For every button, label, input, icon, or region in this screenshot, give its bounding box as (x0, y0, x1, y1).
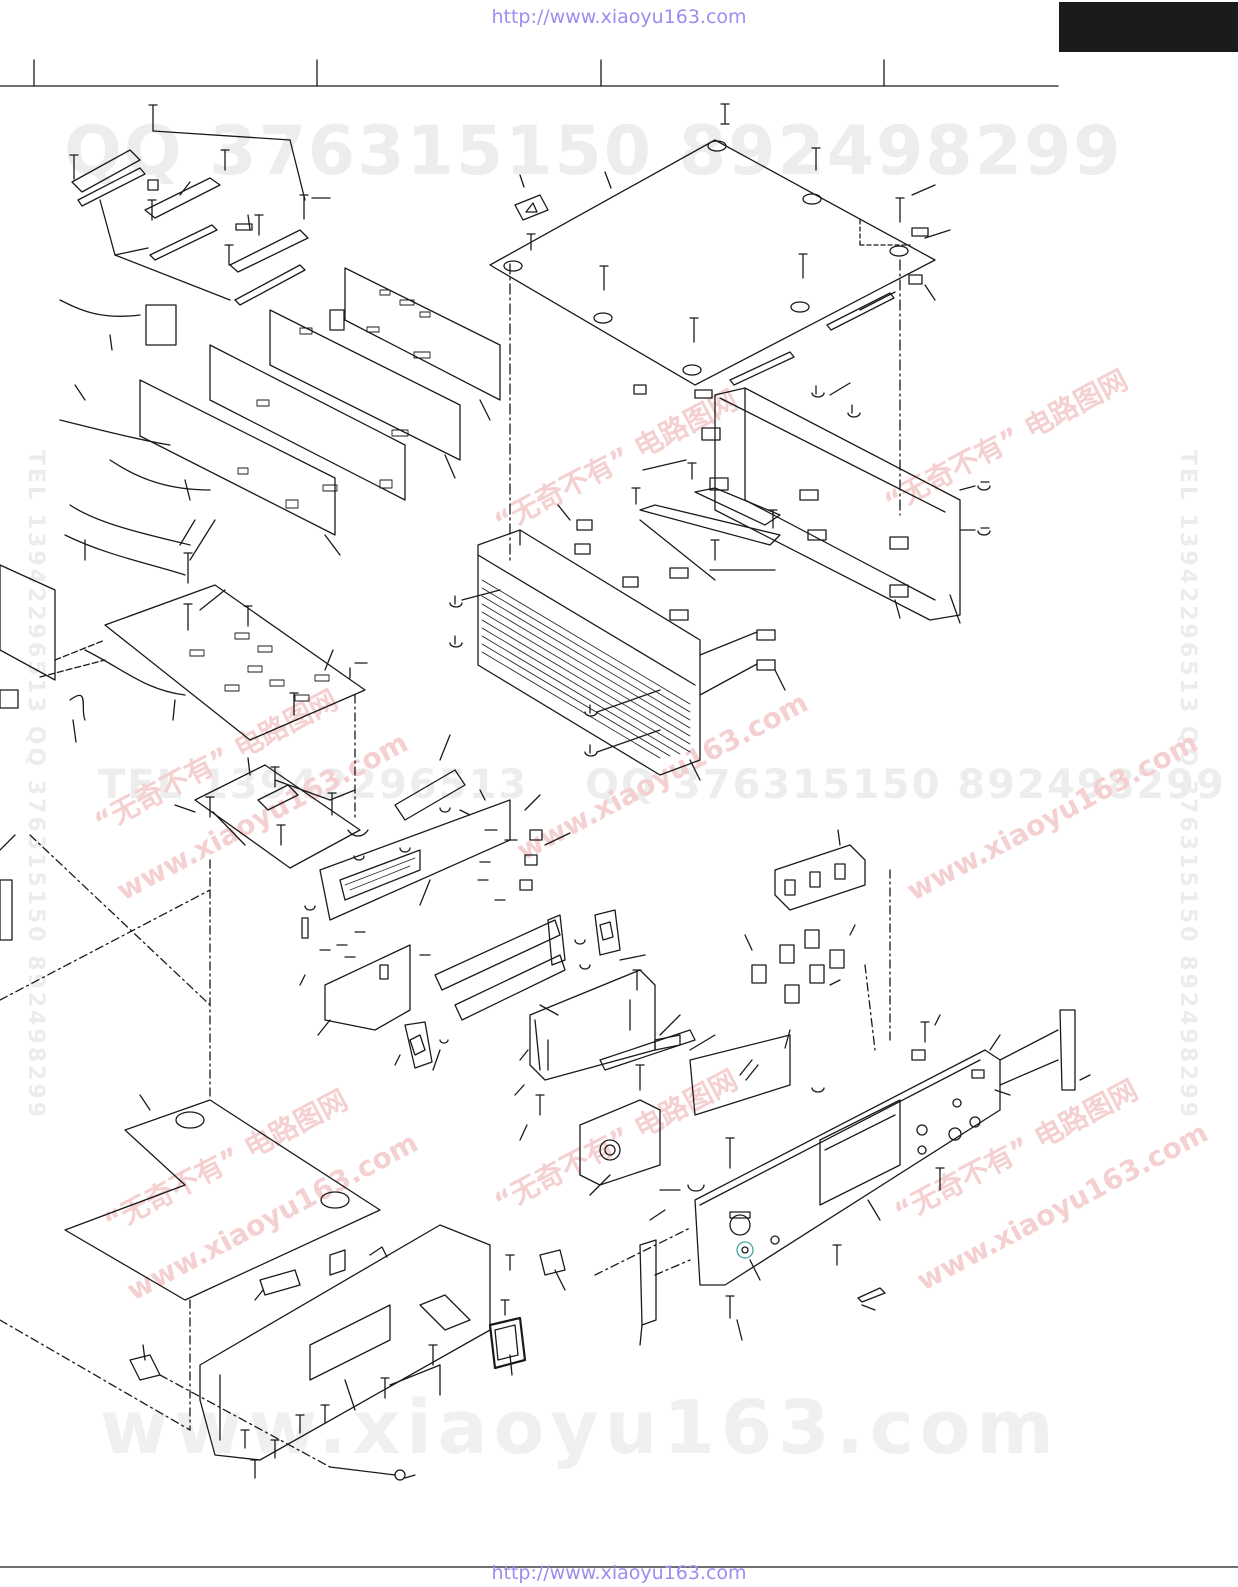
top-cover-screws (526, 103, 905, 343)
cover-strips (633, 227, 929, 399)
sub-board (0, 694, 369, 941)
front-subassembly (434, 909, 791, 1221)
main-pcb (0, 519, 368, 743)
rear-panel (701, 382, 991, 624)
rear-bracket (631, 459, 781, 581)
bottom-cover (0, 834, 381, 1431)
display-board (301, 734, 571, 939)
bottom-chassis (129, 1224, 527, 1481)
front-chassis-louver (449, 504, 786, 781)
footer-url[interactable]: http://www.xiaoyu163.com (491, 1562, 747, 1584)
front-panel (539, 1009, 1091, 1346)
lower-board (299, 931, 449, 1071)
header-url[interactable]: http://www.xiaoyu163.com (491, 6, 747, 28)
pcb-brackets (69, 104, 331, 306)
page-corner-tab (1059, 2, 1238, 52)
button-assembly (744, 829, 891, 1051)
pcb-stack (59, 267, 501, 576)
top-cover (489, 139, 951, 561)
header-rule (0, 59, 1059, 87)
